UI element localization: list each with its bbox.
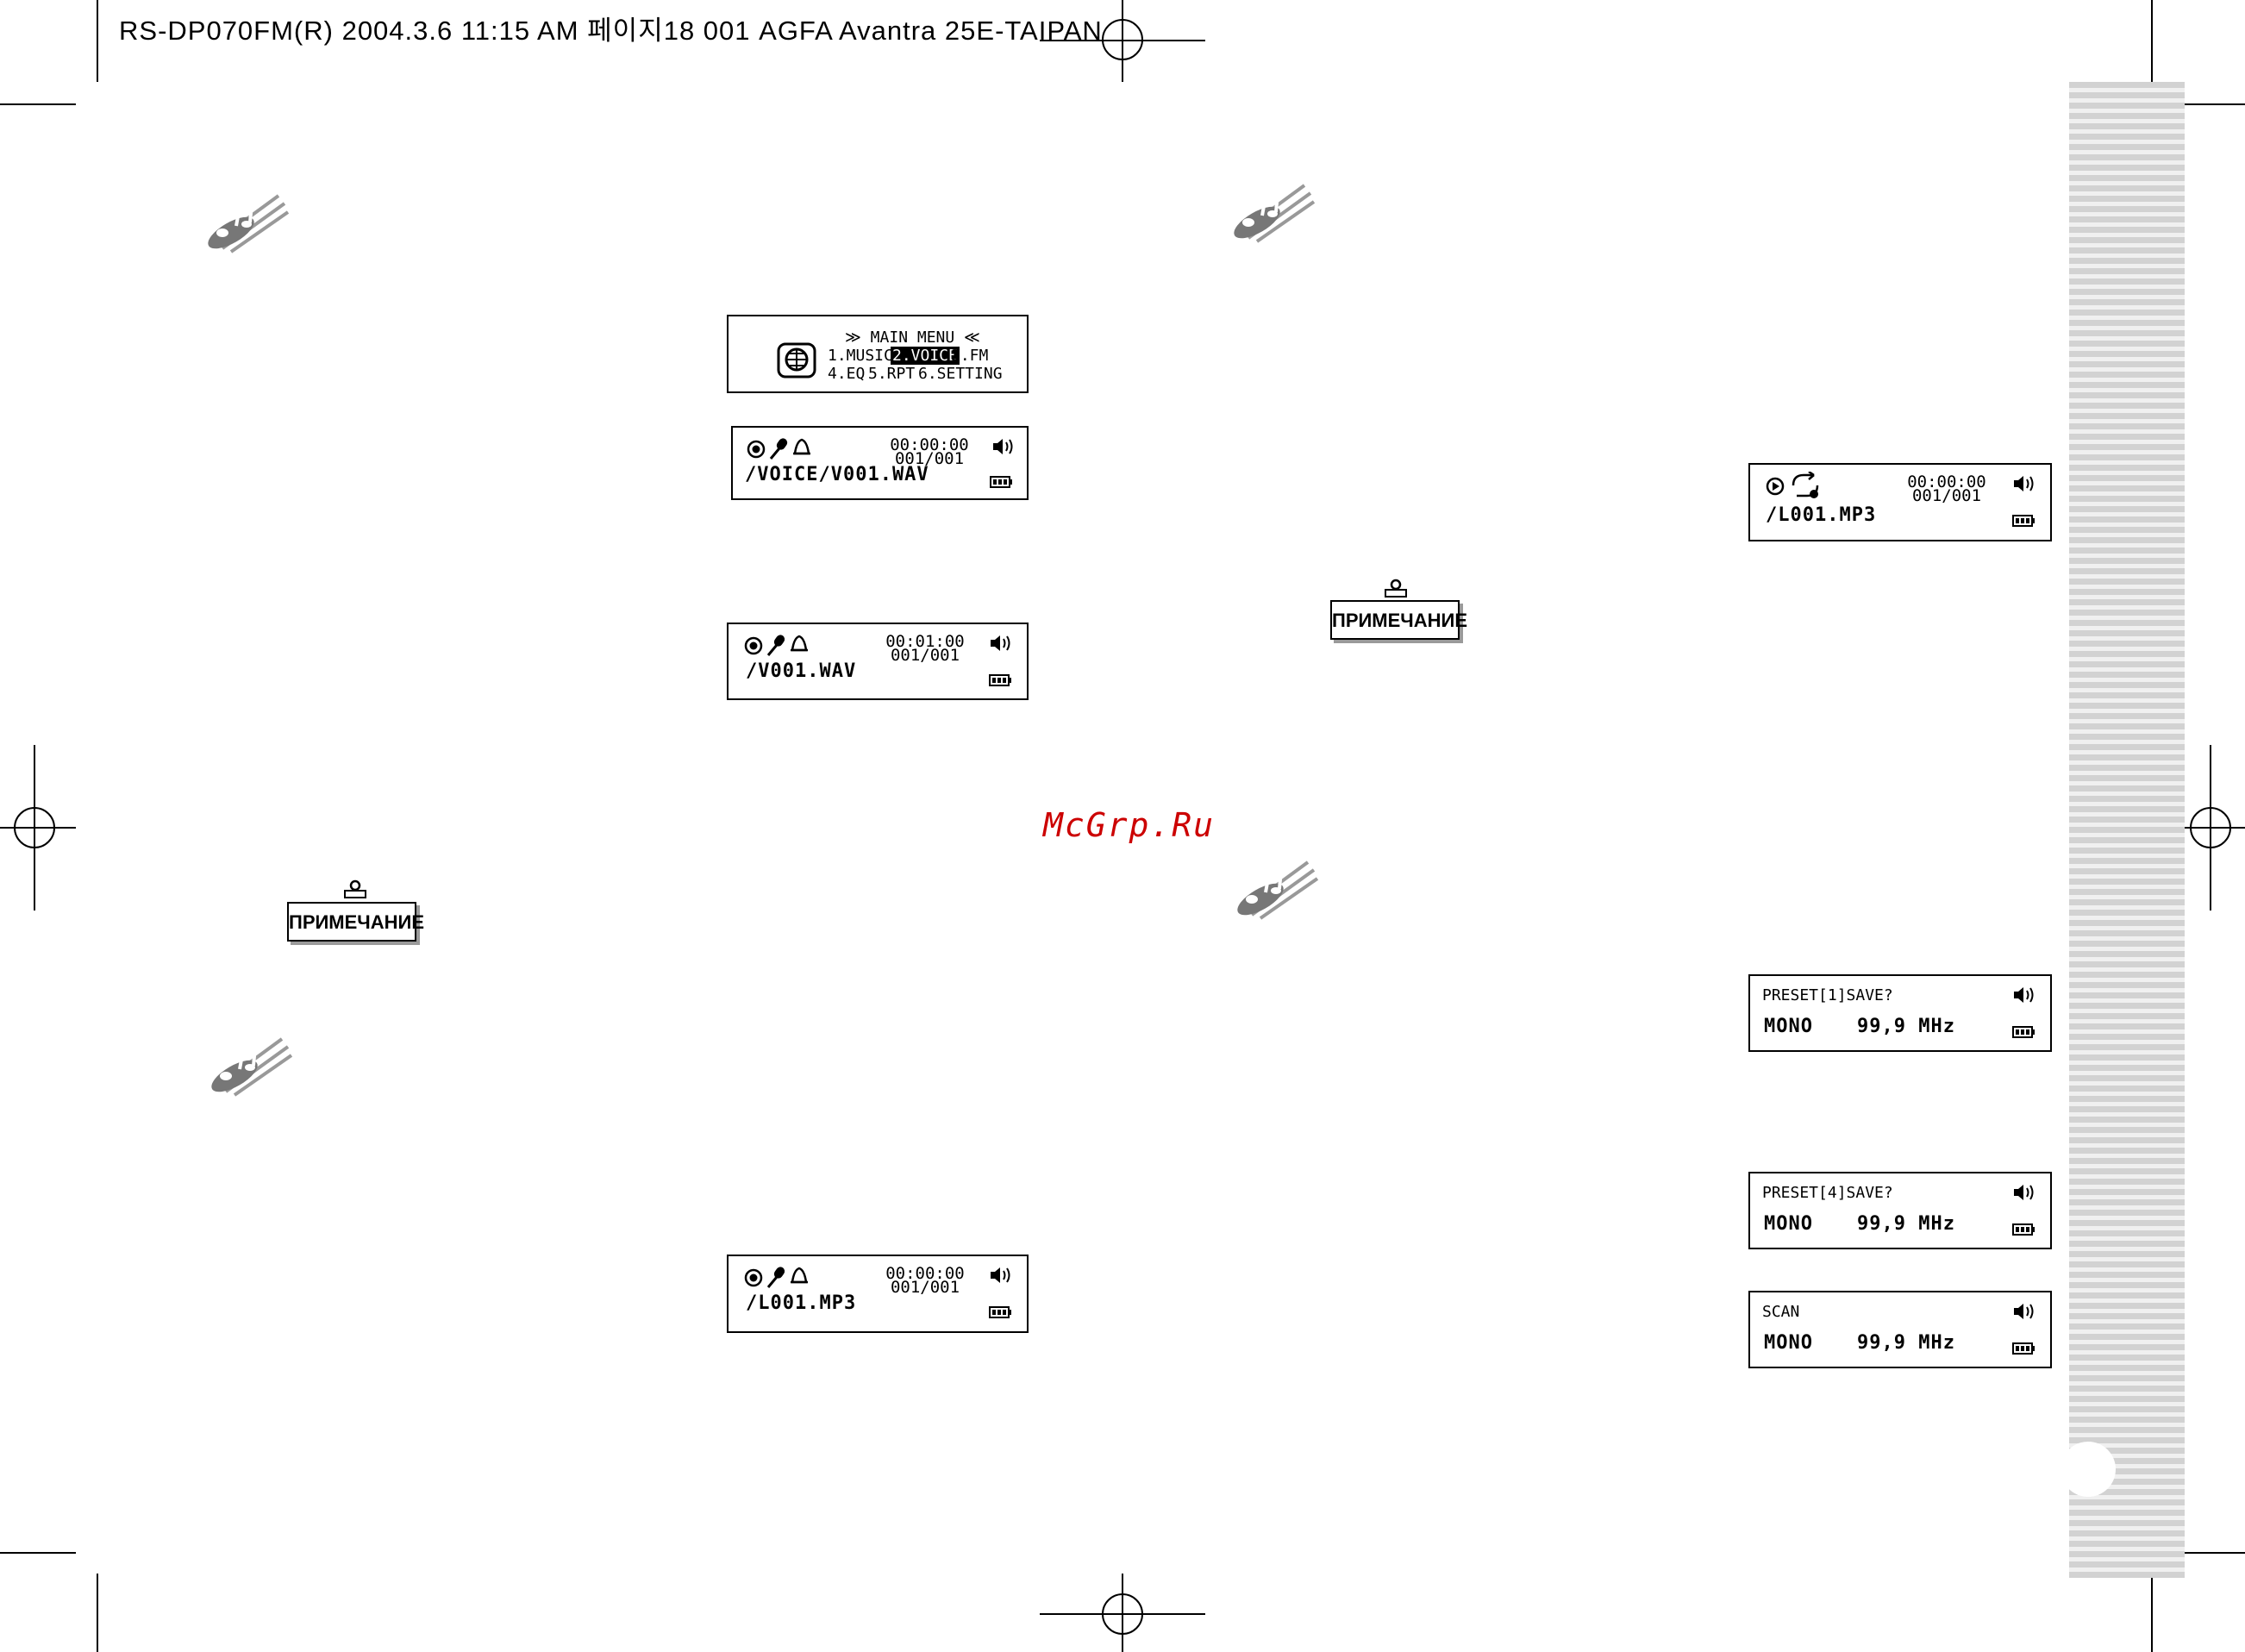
note-label: ПРИМЕЧАНИЕ xyxy=(287,902,424,942)
crop-line xyxy=(2210,745,2211,910)
crop-line xyxy=(97,1574,98,1652)
battery-icon xyxy=(2012,515,2035,527)
record-icon xyxy=(747,440,766,459)
page-side-strip xyxy=(2069,82,2185,1578)
page-tab-marker xyxy=(2061,1442,2116,1497)
menu-item-eq: 4.EQ xyxy=(828,365,866,383)
speaker-icon xyxy=(2014,1304,2034,1319)
menu-item-rpt: 5.RPT xyxy=(868,365,916,383)
menu-item-music: 1.MUSIC xyxy=(828,347,893,365)
crop-line xyxy=(2151,1574,2153,1652)
file-path: /VOICE/V001.WAV xyxy=(745,464,929,485)
crop-line xyxy=(2151,0,2153,82)
crop-line xyxy=(0,1552,76,1554)
crop-line xyxy=(97,0,98,82)
battery-icon xyxy=(2012,1026,2035,1038)
menu-title: ≫ MAIN MENU ≪ xyxy=(845,329,980,347)
speaker-icon xyxy=(993,439,1013,454)
music-note-logo-icon xyxy=(208,194,290,253)
speaker-icon xyxy=(991,635,1010,651)
crop-line xyxy=(34,745,35,910)
crop-line xyxy=(0,103,76,105)
crop-line xyxy=(1122,0,1123,82)
lcd-main-menu: ≫ MAIN MENU ≪ 1.MUSIC 2.VOICE 3.FM 4.EQ … xyxy=(727,315,1029,393)
crop-line xyxy=(0,827,76,829)
speaker-icon xyxy=(2014,987,2034,1003)
bell-icon xyxy=(793,438,810,455)
music-note-logo-icon xyxy=(1237,860,1319,920)
file-path: /L001.MP3 xyxy=(1766,504,1877,526)
preset-prompt: PRESET[1]SAVE? xyxy=(1762,986,1893,1004)
fm-mode: MONO xyxy=(1764,1016,1813,1037)
note-label: ПРИМЕЧАНИЕ xyxy=(1330,600,1467,640)
speaker-icon xyxy=(2014,1185,2034,1200)
record-icon xyxy=(744,636,763,655)
microphone-icon xyxy=(769,438,788,460)
globe-icon xyxy=(777,342,816,379)
music-note-logo-icon xyxy=(1234,184,1316,243)
battery-icon xyxy=(990,476,1012,488)
microphone-icon xyxy=(766,635,785,656)
note-clip-icon xyxy=(344,879,366,898)
fm-mode: MONO xyxy=(1764,1332,1813,1354)
fm-frequency: 99,9 MHz xyxy=(1857,1213,1955,1235)
battery-icon xyxy=(2012,1342,2035,1355)
preset-prompt: PRESET[4]SAVE? xyxy=(1762,1184,1893,1202)
play-icon xyxy=(1766,477,1785,496)
battery-icon xyxy=(2012,1223,2035,1236)
lcd-fm-scan: SCAN MONO 99,9 MHz xyxy=(1748,1291,2052,1368)
menu-item-voice: 2.VOICE xyxy=(891,347,960,365)
battery-icon xyxy=(989,674,1011,686)
crop-line xyxy=(2184,103,2245,105)
crop-line xyxy=(2184,1552,2245,1554)
repeat-icon xyxy=(1792,472,1819,498)
file-path: /L001.MP3 xyxy=(746,1292,857,1314)
lcd-fm-preset-1: PRESET[1]SAVE? MONO 99,9 MHz xyxy=(1748,974,2052,1052)
fm-mode: MONO xyxy=(1764,1213,1813,1235)
watermark: McGrp.Ru xyxy=(1043,806,1216,844)
speaker-icon xyxy=(991,1267,1010,1283)
crop-line xyxy=(1122,1574,1123,1652)
crop-line xyxy=(2169,827,2245,829)
note-clip-icon xyxy=(1385,579,1407,598)
fm-frequency: 99,9 MHz xyxy=(1857,1016,1955,1037)
lcd-fm-preset-4: PRESET[4]SAVE? MONO 99,9 MHz xyxy=(1748,1172,2052,1249)
bell-icon xyxy=(791,635,808,652)
file-path: /V001.WAV xyxy=(746,660,857,682)
speaker-icon xyxy=(2014,476,2034,491)
scan-label: SCAN xyxy=(1762,1303,1800,1321)
battery-icon xyxy=(989,1306,1011,1318)
bell-icon xyxy=(791,1267,808,1284)
microphone-icon xyxy=(766,1267,785,1288)
record-icon xyxy=(744,1268,763,1287)
menu-item-fm: 3.FM xyxy=(951,347,989,365)
menu-item-setting: 6.SETTING xyxy=(918,365,1003,383)
header-text: RS-DP070FM(R) 2004.3.6 11:15 AM 페이지18 00… xyxy=(119,16,1103,46)
music-note-logo-icon xyxy=(211,1037,293,1097)
fm-frequency: 99,9 MHz xyxy=(1857,1332,1955,1354)
